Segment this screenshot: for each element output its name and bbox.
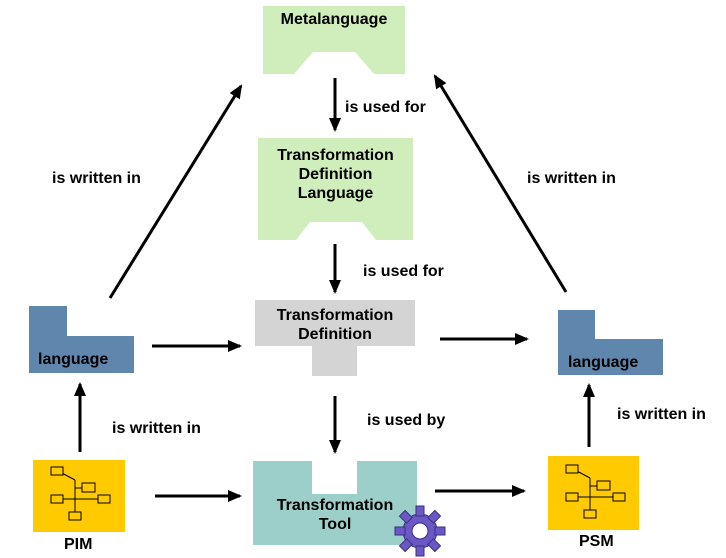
language-right-label: language — [568, 354, 639, 371]
pim-label: PIM — [64, 536, 93, 553]
pim-box — [33, 460, 125, 532]
tdl-box — [258, 138, 413, 240]
tool-label-line-1: Transformation — [276, 497, 394, 514]
edge-label-used-for-1: is used for — [345, 99, 426, 116]
tdl-label: Transformation Definition Language — [258, 146, 413, 203]
tool-box — [253, 461, 417, 545]
gear-icon — [394, 505, 446, 557]
tdl-label-line-3: Language — [297, 185, 374, 202]
edge-label-written-in-bottom-right: is written in — [617, 406, 706, 423]
tdl-label-line-1: Transformation — [277, 147, 394, 164]
metalanguage-label: Metalanguage — [280, 11, 388, 28]
model-diagram-icon — [565, 464, 626, 519]
arrow-langright-to-meta — [433, 74, 568, 293]
edge-label-used-for-2: is used for — [363, 263, 444, 280]
edge-label-written-in-top-right: is written in — [527, 170, 616, 187]
language-left-label: language — [38, 351, 109, 368]
psm-label: PSM — [579, 533, 614, 550]
edge-label-written-in-top-left: is written in — [52, 170, 141, 187]
language-right-shape — [558, 310, 663, 375]
tool-label-line-2: Tool — [318, 516, 352, 533]
arrow-langleft-to-meta — [108, 84, 243, 299]
tool-label: Transformation Tool — [253, 496, 417, 534]
edge-label-written-in-bottom-left: is written in — [112, 420, 201, 437]
model-diagram-icon — [50, 466, 111, 521]
td-box — [255, 300, 415, 376]
edge-label-used-by: is used by — [367, 412, 446, 429]
language-left-shape — [29, 306, 134, 373]
tdl-label-line-2: Definition — [298, 166, 373, 183]
td-label-line-1: Transformation — [276, 307, 394, 324]
td-label-line-2: Definition — [298, 326, 372, 343]
td-label: Transformation Definition — [255, 306, 415, 344]
metalanguage-box — [263, 6, 405, 74]
